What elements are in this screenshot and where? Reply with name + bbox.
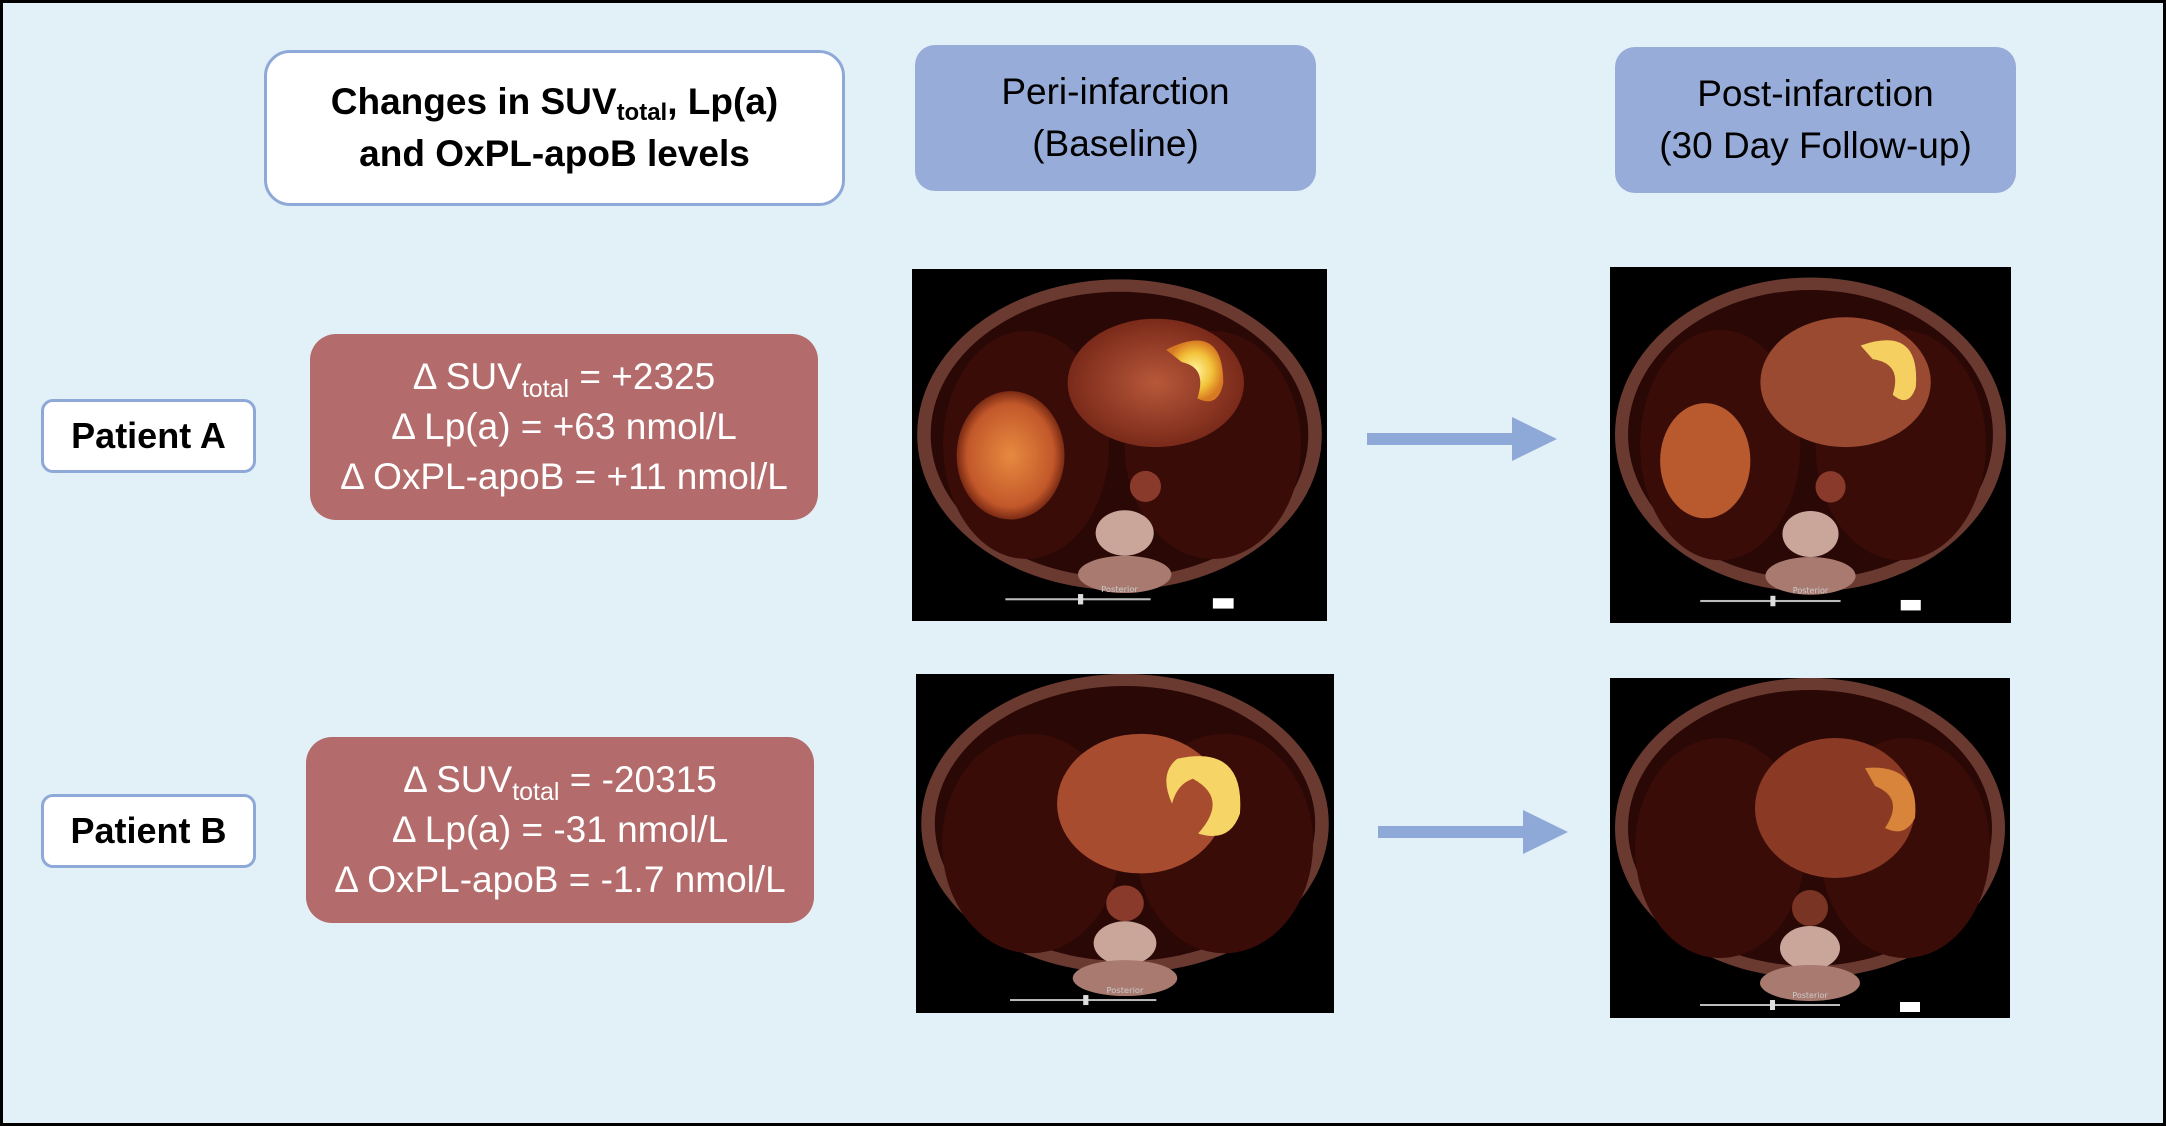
- patient-b-delta-box: Δ SUVtotal = -20315 Δ Lp(a) = -31 nmol/L…: [306, 737, 814, 923]
- timepoint-peri-infarction: Peri-infarction (Baseline): [915, 45, 1316, 191]
- delta-oxpl: Δ OxPL-apoB = +11 nmol/L: [340, 456, 788, 497]
- delta-lpa: Δ Lp(a) = -31 nmol/L: [391, 809, 729, 850]
- svg-text:Posterior: Posterior: [1107, 985, 1145, 995]
- title-line-2: and OxPL-apoB levels: [359, 133, 750, 174]
- svg-text:Posterior: Posterior: [1101, 584, 1138, 594]
- delta-oxpl: Δ OxPL-apoB = -1.7 nmol/L: [334, 859, 786, 900]
- patient-a-label: Patient A: [41, 399, 256, 473]
- timepoint-post-infarction: Post-infarction (30 Day Follow-up): [1615, 47, 2016, 193]
- pet-ct-scan-patient-a-peri: Posterior: [912, 269, 1327, 621]
- right-arrow-icon: [1367, 417, 1557, 461]
- delta-lpa: Δ Lp(a) = +63 nmol/L: [391, 406, 737, 447]
- svg-text:Posterior: Posterior: [1792, 991, 1828, 1000]
- delta-suv: Δ SUVtotal = -20315: [403, 759, 717, 806]
- figure-title-box: Changes in SUVtotal, Lp(a) and OxPL-apoB…: [264, 50, 845, 206]
- pet-ct-scan-patient-b-post: Posterior: [1610, 678, 2010, 1018]
- patient-b-label: Patient B: [41, 794, 256, 868]
- svg-text:Posterior: Posterior: [1793, 586, 1829, 596]
- delta-suv: Δ SUVtotal = +2325: [412, 356, 716, 403]
- patient-a-delta-box: Δ SUVtotal = +2325 Δ Lp(a) = +63 nmol/L …: [310, 334, 818, 520]
- pet-ct-scan-patient-b-peri: Posterior: [916, 674, 1334, 1013]
- pet-ct-scan-patient-a-post: Posterior: [1610, 267, 2011, 623]
- title-line-1: Changes in SUVtotal, Lp(a): [330, 81, 779, 126]
- right-arrow-icon: [1378, 810, 1568, 854]
